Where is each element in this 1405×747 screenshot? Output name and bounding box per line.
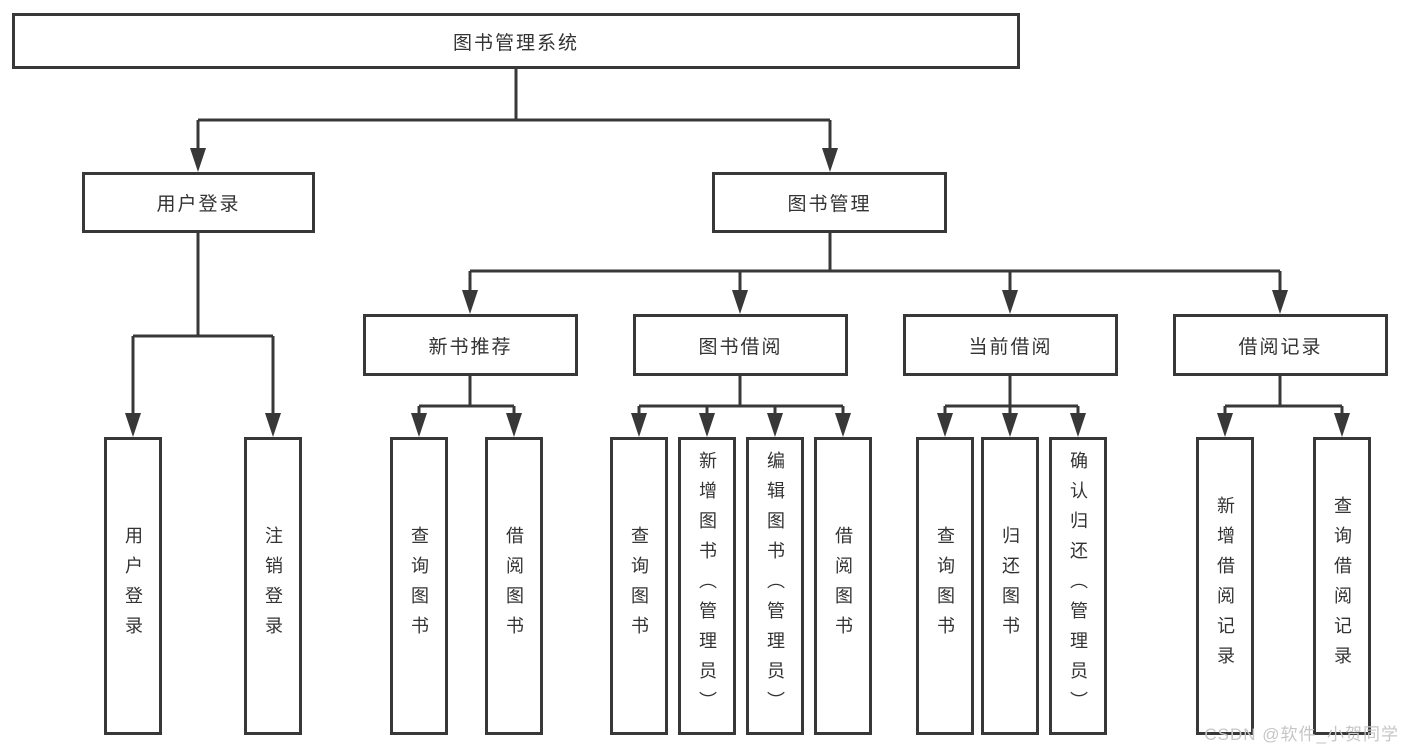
leaf-logout: 注销登录 <box>244 437 302 735</box>
leaf-label: 查询借阅记录 <box>1332 496 1352 676</box>
node-book-management: 图书管理 <box>712 172 947 233</box>
leaf-label: 新增图书（管理员） <box>697 451 717 721</box>
node-label: 用户登录 <box>156 194 241 215</box>
leaf-return-books: 归还图书 <box>981 437 1039 735</box>
node-label: 新书推荐 <box>428 336 513 358</box>
node-library-management-system: 图书管理系统 <box>12 13 1020 69</box>
leaf-borrow-books: 借阅图书 <box>814 437 872 735</box>
leaf-label: 查询图书 <box>935 526 955 646</box>
leaf-label: 归还图书 <box>1000 526 1020 646</box>
node-book-borrowing: 图书借阅 <box>633 314 848 376</box>
leaf-add-borrow-record: 新增借阅记录 <box>1196 437 1254 735</box>
arrowheads <box>125 148 1350 437</box>
leaf-query-borrow-record: 查询借阅记录 <box>1313 437 1371 735</box>
leaf-borrow-books-recommend: 借阅图书 <box>485 437 543 735</box>
node-borrowing-records: 借阅记录 <box>1173 314 1388 376</box>
leaf-label: 查询图书 <box>409 526 429 646</box>
leaf-label: 新增借阅记录 <box>1215 496 1235 676</box>
leaf-label: 注销登录 <box>263 526 283 646</box>
leaf-label: 确认归还（管理员） <box>1068 451 1088 721</box>
leaf-label: 查询图书 <box>629 526 649 646</box>
leaf-query-books-current: 查询图书 <box>916 437 974 735</box>
leaf-add-book-admin: 新增图书（管理员） <box>678 437 736 735</box>
leaf-edit-book-admin: 编辑图书（管理员） <box>746 437 804 735</box>
leaf-label: 借阅图书 <box>504 526 524 646</box>
leaf-query-books-borrowing: 查询图书 <box>610 437 668 735</box>
node-label: 当前借阅 <box>968 336 1053 358</box>
csdn-watermark: CSDN @软件_小贺同学 <box>1204 725 1399 744</box>
node-label: 图书管理系统 <box>452 32 579 54</box>
leaf-label: 编辑图书（管理员） <box>765 451 785 721</box>
leaf-query-books-recommend: 查询图书 <box>390 437 448 735</box>
node-current-borrowing: 当前借阅 <box>903 314 1118 376</box>
node-label: 借阅记录 <box>1238 336 1323 358</box>
leaf-label: 用户登录 <box>123 526 143 646</box>
node-label: 图书管理 <box>787 194 872 215</box>
node-user-login: 用户登录 <box>82 172 315 233</box>
node-new-book-recommend: 新书推荐 <box>363 314 578 376</box>
leaf-confirm-return-admin: 确认归还（管理员） <box>1049 437 1107 735</box>
leaf-label: 借阅图书 <box>833 526 853 646</box>
leaf-user-login: 用户登录 <box>104 437 162 735</box>
node-label: 图书借阅 <box>698 336 783 358</box>
